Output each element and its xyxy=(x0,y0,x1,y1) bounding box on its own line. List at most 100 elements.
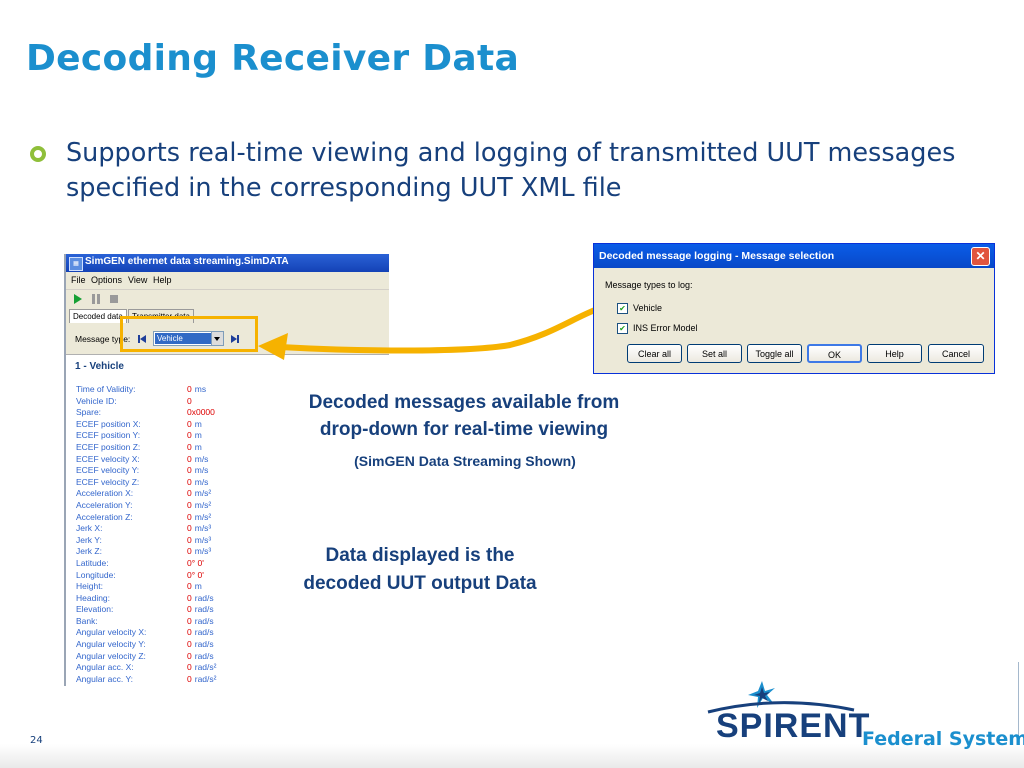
field-number: 0 xyxy=(187,604,192,615)
field-row: Spare:0x0000 xyxy=(76,407,376,419)
toggle-all-button[interactable]: Toggle all xyxy=(747,344,802,363)
field-number: 0° 0' xyxy=(187,569,204,580)
field-label: Acceleration Y: xyxy=(76,499,133,510)
spirent-logo: SPIRENT xyxy=(716,707,871,745)
chevron-down-icon[interactable] xyxy=(211,332,223,345)
field-unit: rad/s² xyxy=(194,662,217,673)
field-row: Latitude: 0° 0' xyxy=(76,558,376,570)
field-unit: rad/s xyxy=(194,650,214,661)
caption-data-displayed: Data displayed is the decoded UUT output… xyxy=(270,542,570,598)
field-label: Angular acc. Y: xyxy=(76,673,134,684)
field-unit: rad/s xyxy=(194,615,214,626)
message-type-select[interactable]: Vehicle xyxy=(153,331,224,346)
field-label: ECEF position Z: xyxy=(76,441,141,452)
field-number: 0x0000 xyxy=(187,407,215,418)
field-unit: rad/s xyxy=(194,639,214,650)
field-label: ECEF velocity Z: xyxy=(76,476,140,487)
field-unit: m xyxy=(194,441,202,452)
field-unit: rad/s² xyxy=(194,673,217,684)
checkbox-checked-icon[interactable]: ✔ xyxy=(617,323,628,334)
field-value: 0° 0' xyxy=(187,558,204,570)
ok-button[interactable]: OK xyxy=(807,344,862,363)
footer-band xyxy=(0,744,1024,768)
field-unit: m/s³ xyxy=(194,523,212,534)
field-label: Heading: xyxy=(76,592,111,603)
field-unit: m/s³ xyxy=(194,546,212,557)
menu-file[interactable]: File xyxy=(71,275,86,285)
field-number: 0 xyxy=(187,499,192,510)
message-type-value: Vehicle xyxy=(155,333,212,344)
caption-simgen-shown: (SimGEN Data Streaming Shown) xyxy=(354,453,576,469)
field-unit: m/s² xyxy=(194,499,212,510)
caption-line: Decoded messages available from xyxy=(308,392,620,413)
field-label: Jerk X: xyxy=(76,523,103,534)
field-label: Longitude: xyxy=(76,569,116,580)
field-value: 0° 0' xyxy=(187,570,204,582)
play-icon[interactable] xyxy=(74,294,82,304)
highlight-box xyxy=(120,316,258,352)
last-message-icon[interactable] xyxy=(231,335,239,343)
logo-swoosh-icon xyxy=(707,701,855,714)
field-label: Elevation: xyxy=(76,604,114,615)
callout-arrow-icon xyxy=(258,307,598,360)
pause-icon[interactable] xyxy=(92,294,100,304)
help-button[interactable]: Help xyxy=(867,344,922,363)
checkbox-label: INS Error Model xyxy=(633,323,698,333)
menu-help[interactable]: Help xyxy=(153,275,172,285)
field-number: 0 xyxy=(187,511,192,522)
field-number: 0 xyxy=(187,476,192,487)
field-label: Angular acc. X: xyxy=(76,662,134,673)
tab-decoded-data[interactable]: Decoded data xyxy=(69,309,127,323)
set-all-button[interactable]: Set all xyxy=(687,344,742,363)
simgen-window-title: SimGEN ethernet data streaming.SimDATA xyxy=(85,256,289,267)
field-label: Angular velocity Y: xyxy=(76,639,146,650)
simgen-titlebar[interactable]: ▦ SimGEN ethernet data streaming.SimDATA xyxy=(66,254,389,272)
field-label: Latitude: xyxy=(76,557,109,568)
field-number: 0 xyxy=(187,615,192,626)
message-logging-dialog: Decoded message logging - Message select… xyxy=(593,243,995,374)
field-label: ECEF velocity Y: xyxy=(76,465,140,476)
page-number: 24 xyxy=(30,735,43,746)
cancel-button[interactable]: Cancel xyxy=(928,344,984,363)
field-unit: m xyxy=(194,430,202,441)
field-label: Jerk Y: xyxy=(76,534,102,545)
field-unit: m xyxy=(194,581,202,592)
checkbox-checked-icon[interactable]: ✔ xyxy=(617,303,628,314)
menu-view[interactable]: View xyxy=(128,275,148,285)
dialog-titlebar[interactable]: Decoded message logging - Message select… xyxy=(594,244,994,268)
message-types-caption: Message types to log: xyxy=(605,280,693,290)
dialog-title: Decoded message logging - Message select… xyxy=(599,250,835,262)
caption-decoded-messages: Decoded messages available from drop-dow… xyxy=(272,389,656,443)
close-icon[interactable]: ✕ xyxy=(971,247,990,266)
field-unit: ms xyxy=(194,384,207,394)
field-unit: rad/s xyxy=(194,627,214,638)
caption-line: decoded UUT output Data xyxy=(303,573,537,594)
field-row: Longitude: 0° 0' xyxy=(76,570,376,582)
first-message-icon[interactable] xyxy=(138,335,146,343)
stop-icon[interactable] xyxy=(110,295,118,303)
field-unit: m xyxy=(194,418,202,429)
clear-all-button[interactable]: Clear all xyxy=(627,344,682,363)
field-number: 0 xyxy=(187,523,192,534)
menu-options[interactable]: Options xyxy=(91,275,123,285)
field-number: 0 xyxy=(187,627,192,638)
logo-star-icon xyxy=(748,681,775,708)
